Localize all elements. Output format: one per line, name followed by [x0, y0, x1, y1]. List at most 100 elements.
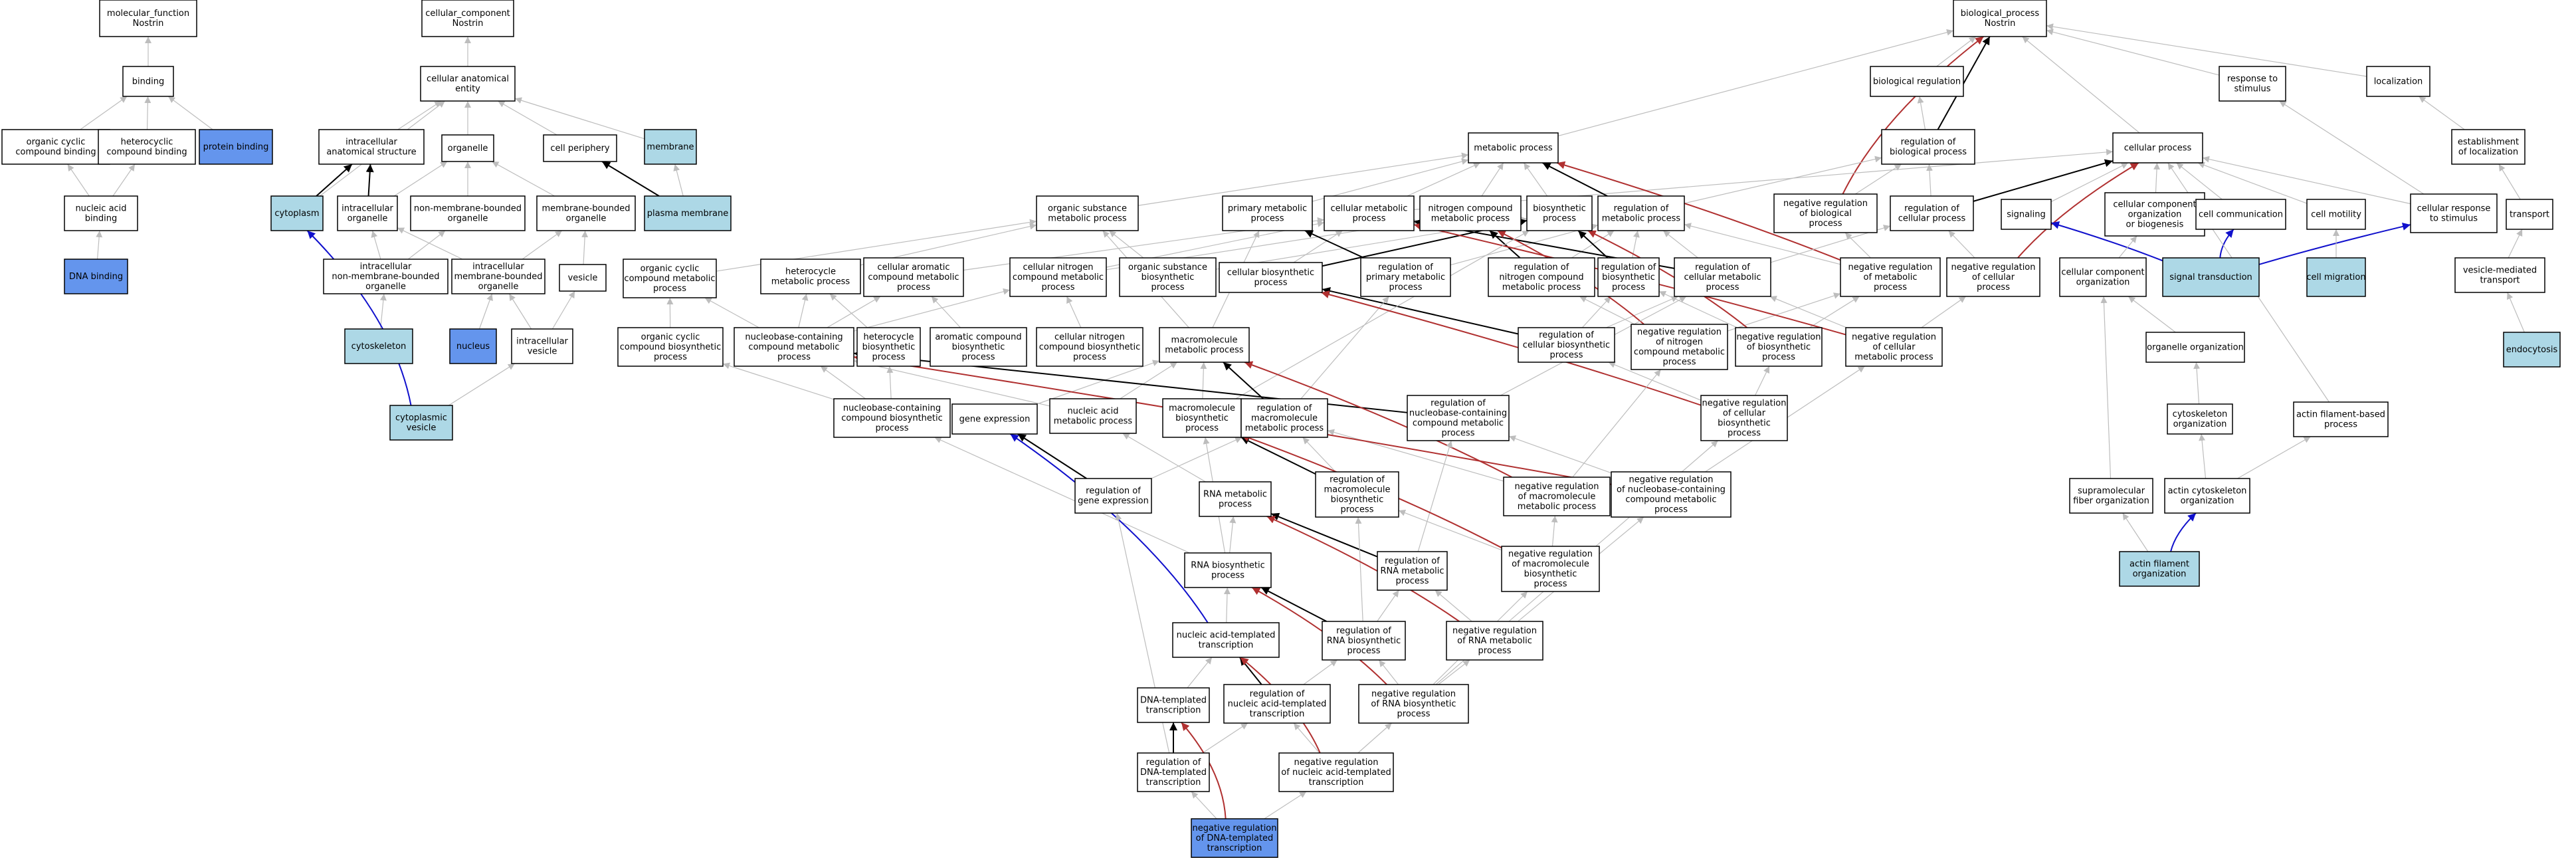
go-term-node-transport[interactable]: transport [2506, 199, 2553, 230]
go-term-node-membrane[interactable]: membrane [644, 129, 697, 165]
go-term-node-vesicle[interactable]: vesicle [559, 264, 607, 292]
go-term-node-gene-expression[interactable]: gene expression [951, 403, 1038, 435]
go-term-node-cell-motility[interactable]: cell motility [2306, 199, 2366, 230]
go-term-node-nucleus[interactable]: nucleus [449, 328, 497, 364]
go-term-node-regulation-nucleobase-mp[interactable]: regulation ofnucleobase-containingcompou… [1407, 395, 1510, 441]
go-term-node-plasma-membrane[interactable]: plasma membrane [644, 195, 732, 231]
go-term-node-protein-binding[interactable]: protein binding [199, 129, 273, 165]
go-term-node-signaling[interactable]: signaling [2001, 199, 2052, 230]
go-term-node-dna-binding[interactable]: DNA binding [64, 259, 128, 294]
go-term-node-endocytosis[interactable]: endocytosis [2503, 332, 2561, 368]
go-term-node-intra-non-membrane[interactable]: intracellularnon-membrane-boundedorganel… [323, 259, 448, 294]
go-term-node-signal-transduction[interactable]: signal transduction [2162, 257, 2260, 297]
go-term-node-cellular-process[interactable]: cellular process [2112, 132, 2203, 163]
go-term-node-metabolic-process[interactable]: metabolic process [1468, 132, 1559, 163]
go-term-node-organelle[interactable]: organelle [441, 134, 494, 162]
go-term-node-cell-communication[interactable]: cell communication [2195, 199, 2286, 230]
go-term-node-regulation-macromolecule-bp[interactable]: regulation ofmacromoleculebiosyntheticpr… [1315, 471, 1399, 518]
go-term-node-localization[interactable]: localization [2366, 66, 2430, 97]
go-term-node-biological-regulation[interactable]: biological regulation [1870, 66, 1964, 97]
go-term-node-organelle-organization[interactable]: organelle organization [2145, 332, 2245, 363]
go-term-node-binding[interactable]: binding [122, 66, 174, 97]
go-term-node-cell-migration[interactable]: cell migration [2306, 257, 2366, 297]
go-term-node-cell-periphery[interactable]: cell periphery [543, 134, 617, 162]
go-term-node-cytoskeleton[interactable]: cytoskeleton [344, 328, 413, 364]
